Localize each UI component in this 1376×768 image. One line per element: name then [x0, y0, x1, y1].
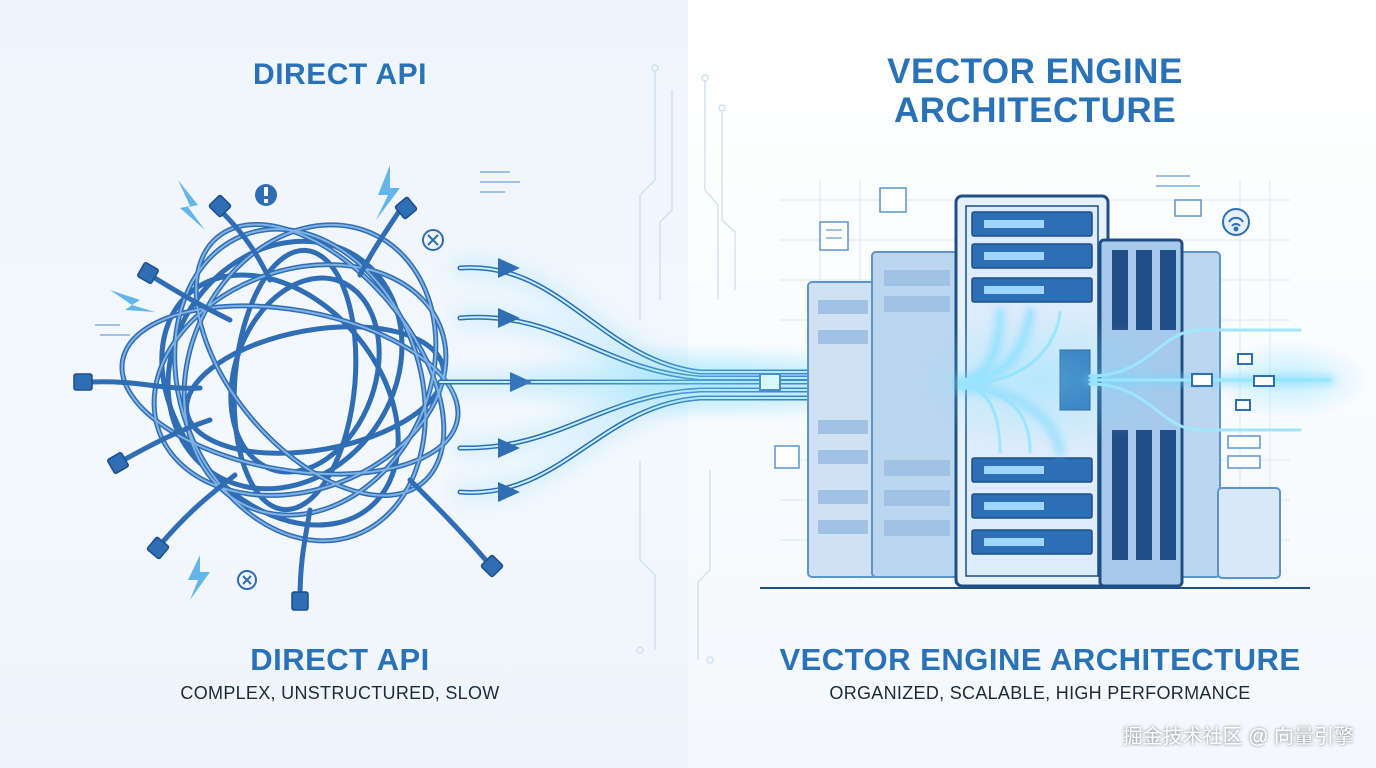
tangled-cables	[87, 207, 493, 603]
vector-engine-caption: ORGANIZED, SCALABLE, HIGH PERFORMANCE	[829, 683, 1251, 703]
vector-engine-title: VECTOR ENGINE ARCHITECTURE	[830, 52, 1240, 130]
vector-engine-title-line1: VECTOR ENGINE	[887, 52, 1183, 91]
direct-api-caption: COMPLEX, UNSTRUCTURED, SLOW	[180, 683, 500, 703]
watermark: 掘金技术社区 @ 向量引擎	[1122, 726, 1354, 748]
document-icon	[774, 187, 1261, 469]
close-icon	[237, 229, 444, 590]
direct-api-caption-title: DIRECT API	[250, 642, 430, 677]
data-packet	[1191, 353, 1275, 411]
lightning-icon	[110, 165, 400, 600]
direct-api-title: DIRECT API	[253, 58, 427, 91]
cable-plug-icon	[73, 194, 504, 611]
warning-icon	[255, 184, 277, 206]
wifi-icon	[1222, 208, 1250, 236]
vector-engine-caption-title: VECTOR ENGINE ARCHITECTURE	[779, 642, 1301, 677]
circuit-traces	[636, 64, 736, 664]
vector-engine-title-line2: ARCHITECTURE	[893, 91, 1177, 130]
